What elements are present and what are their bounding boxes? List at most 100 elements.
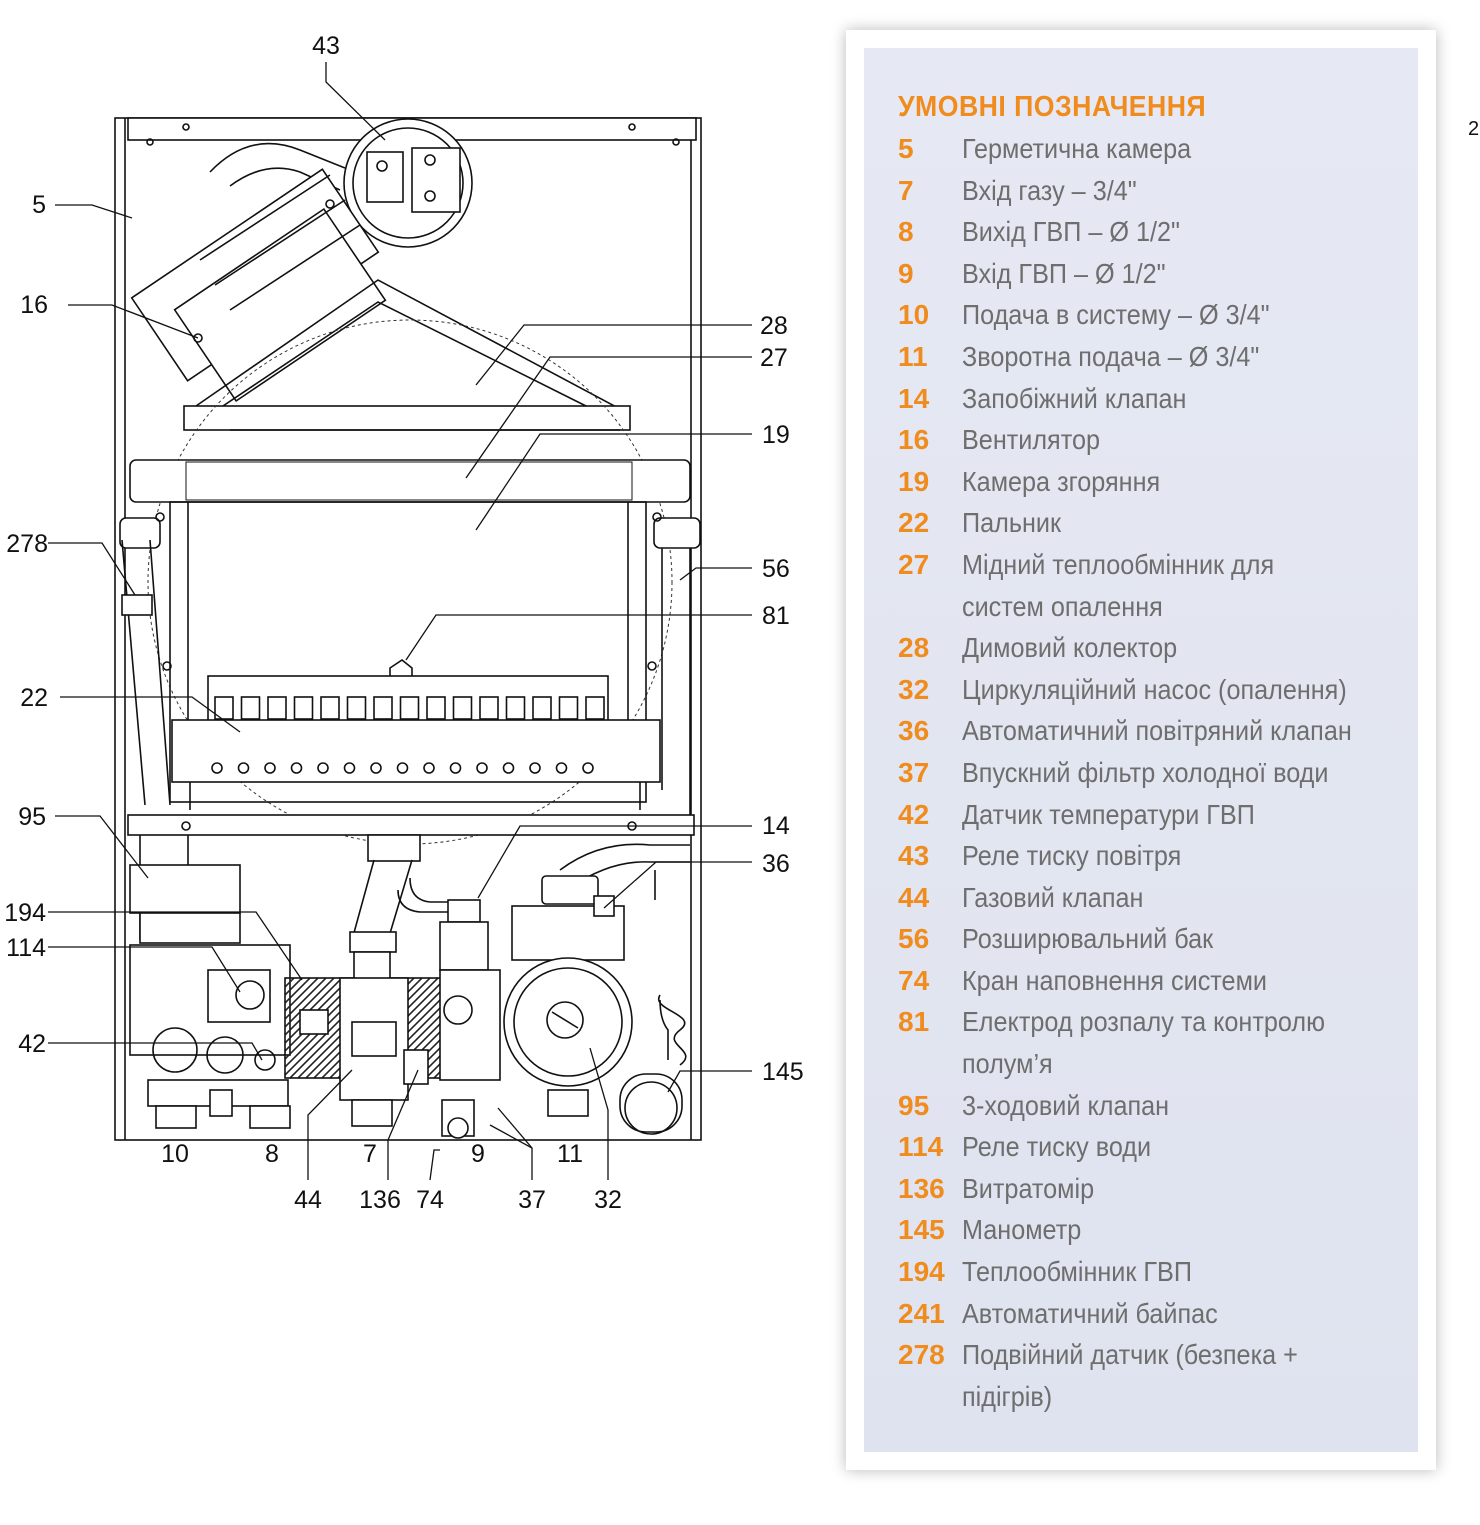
burner-nozzle xyxy=(343,762,356,774)
burner-ramp xyxy=(240,696,261,720)
callout-43: 43 xyxy=(312,32,340,60)
callout-278: 278 xyxy=(6,530,48,558)
legend-item-label: Кран наповнення системи xyxy=(962,964,1267,996)
burner-ramp xyxy=(399,696,420,720)
legend-item-label: Манометр xyxy=(962,1214,1082,1246)
legend-item-label: Розширювальний бак xyxy=(962,923,1214,955)
legend-item: 74 Кран наповнення системи xyxy=(898,960,1418,1002)
callout-11: 11 xyxy=(557,1140,583,1168)
legend-item: 95 3-ходовий клапан xyxy=(898,1085,1418,1127)
legend-item-label: Камера згоряння xyxy=(962,465,1161,497)
burner-nozzle xyxy=(290,762,303,774)
legend-item-label: Газовий клапан xyxy=(962,881,1144,913)
callout-56: 56 xyxy=(762,555,790,583)
legend-item-number: 145 xyxy=(898,1214,945,1246)
legend-item-label: Вхід ГВП – Ø 1/2" xyxy=(962,257,1166,289)
legend-item-number: 278 xyxy=(898,1339,945,1371)
legend-item-number: 114 xyxy=(898,1131,944,1163)
callout-10: 10 xyxy=(161,1140,189,1168)
callout-19: 19 xyxy=(762,421,790,449)
gas-valve xyxy=(339,931,409,1127)
legend-item-label: Впускний фільтр холодної води xyxy=(962,756,1329,788)
burner-nozzle xyxy=(264,762,276,774)
legend-item-number: 43 xyxy=(898,840,930,872)
callout-145: 145 xyxy=(762,1058,804,1086)
legend-item-number: 27 xyxy=(898,548,930,580)
legend-item: 145 Манометр xyxy=(898,1209,1418,1251)
legend-item-number: 32 xyxy=(898,673,930,705)
legend-item-label: Зворотна подача – Ø 3/4" xyxy=(962,340,1260,372)
callout-44: 44 xyxy=(294,1186,322,1214)
combustion-chamber xyxy=(119,501,701,820)
burner-nozzle xyxy=(449,762,462,774)
legend-item: 8 Вихід ГВП – Ø 1/2" xyxy=(898,211,1418,253)
callout-22: 22 xyxy=(20,684,48,712)
flue-hood xyxy=(183,279,631,431)
leader-lines xyxy=(48,62,752,1181)
burner-ramps xyxy=(214,696,605,720)
burner-ramp xyxy=(293,696,314,720)
burner-ramp xyxy=(373,696,393,720)
burner-nozzle xyxy=(582,762,594,774)
burner-ramp xyxy=(452,696,473,720)
callout-81: 81 xyxy=(762,602,790,630)
burner-ramp xyxy=(214,696,234,720)
callout-labels: 43 5 16 28 27 19 278 56 81 22 95 14 36 1… xyxy=(4,32,803,1214)
burner-ramp xyxy=(558,696,579,720)
legend-item-number: 8 xyxy=(898,216,914,248)
dhw-sensor xyxy=(254,1049,276,1071)
legend-item-label: Подача в систему – Ø 3/4" xyxy=(962,299,1270,331)
legend-item-label: Електрод розпалу та контролю полум’я xyxy=(962,1006,1325,1080)
bottom-connectors xyxy=(147,1079,291,1129)
burner-nozzle xyxy=(396,762,409,774)
legend-item-label: Автоматичний повітряний клапан xyxy=(962,715,1352,747)
legend-item-number: 5 xyxy=(898,133,914,164)
legend-item-number: 241 xyxy=(898,1297,945,1329)
burner-nozzles xyxy=(211,762,594,774)
legend-item: 56 Розширювальний бак xyxy=(898,918,1418,960)
burner-nozzle xyxy=(317,762,329,774)
legend-item-number: 95 xyxy=(898,1089,930,1121)
legend-item-number: 74 xyxy=(898,964,930,996)
legend-item-label: Мідний теплообмінник для систем опалення xyxy=(962,548,1275,622)
legend-item-number: 7 xyxy=(898,174,914,206)
burner-nozzle xyxy=(237,762,250,774)
legend-item-number: 28 xyxy=(898,632,930,664)
legend-item-number: 9 xyxy=(898,257,914,289)
legend-item-label: Вихід ГВП – Ø 1/2" xyxy=(962,216,1180,248)
burner-nozzle xyxy=(529,762,541,774)
legend-item: 9 Вхід ГВП – Ø 1/2" xyxy=(898,253,1418,295)
callout-16: 16 xyxy=(20,291,48,319)
burner-ramp xyxy=(585,696,605,720)
callout-95: 95 xyxy=(18,803,46,831)
legend-item-number: 56 xyxy=(898,923,930,955)
legend-item-label: 3-ходовий клапан xyxy=(962,1089,1170,1121)
legend-item-number: 16 xyxy=(898,424,930,456)
legend-item: 43 Реле тиску повітря xyxy=(898,835,1418,877)
burner-nozzle xyxy=(502,762,515,774)
burner-nozzle xyxy=(476,762,488,774)
burner-nozzle xyxy=(423,762,435,774)
legend-item-label: Теплообмінник ГВП xyxy=(962,1256,1192,1288)
callout-74: 74 xyxy=(416,1186,444,1214)
auto-air-vent xyxy=(593,895,615,917)
callout-114: 114 xyxy=(6,934,46,962)
callout-37: 37 xyxy=(518,1186,546,1214)
burner-nozzle xyxy=(211,762,223,774)
legend-item-label: Реле тиску повітря xyxy=(962,840,1182,872)
legend-item-number: 10 xyxy=(898,299,930,331)
flow-meter xyxy=(403,1049,429,1085)
legend-item-label: Вхід газу – 3/4" xyxy=(962,174,1137,206)
